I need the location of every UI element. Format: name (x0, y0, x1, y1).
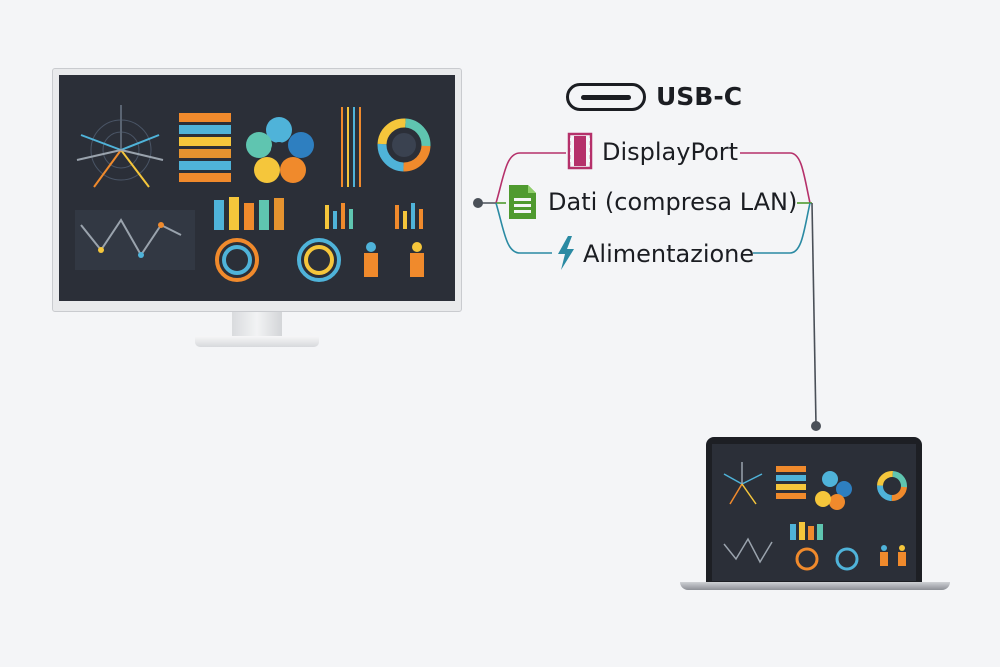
monitor (52, 68, 462, 348)
dashboard-illustration (75, 105, 431, 282)
laptop (680, 437, 950, 597)
usbc-connector-icon (566, 83, 646, 111)
monitor-screen (59, 75, 455, 301)
power-label: Alimentazione (583, 240, 755, 268)
data-label: Dati (compresa LAN) (548, 188, 798, 216)
displayport-line-left (495, 152, 566, 204)
laptop-lid (706, 437, 922, 583)
film-icon (567, 132, 593, 170)
laptop-connector-dot (811, 421, 821, 431)
laptop-screen (712, 444, 916, 581)
monitor-bezel (52, 68, 462, 312)
power-line-left (495, 202, 552, 254)
document-icon (509, 185, 536, 219)
usbc-label: USB-C (656, 82, 743, 111)
laptop-base (680, 582, 950, 590)
laptop-dashboard-illustration (723, 462, 907, 571)
monitor-stand-neck (232, 312, 282, 338)
power-line-right (753, 202, 811, 254)
lightning-icon (558, 236, 574, 270)
displayport-line-right (740, 152, 811, 204)
displayport-label: DisplayPort (602, 138, 739, 166)
monitor-stand-base (195, 336, 319, 347)
main-cable-down (811, 202, 817, 426)
